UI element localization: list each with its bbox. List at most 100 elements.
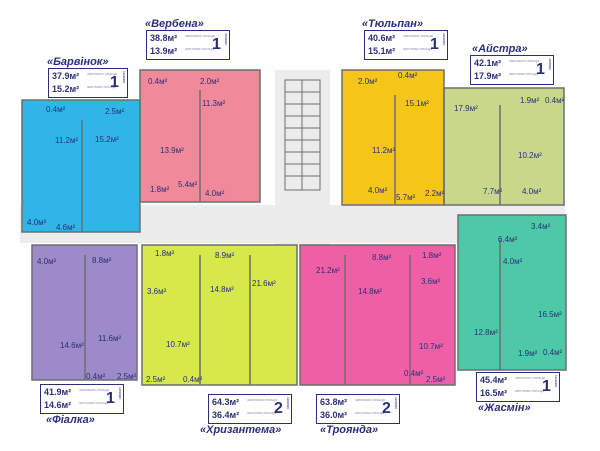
rooms-note: кімнат bbox=[553, 375, 558, 387]
apartment-barvinok[interactable] bbox=[22, 100, 140, 232]
room-area-label: 4.6м² bbox=[56, 223, 76, 232]
room-area-label: 0.4м² bbox=[148, 77, 168, 86]
total-area: 45.4м² bbox=[480, 375, 508, 385]
room-area-label: 0.4м² bbox=[183, 375, 203, 384]
staircase bbox=[284, 79, 321, 191]
apartment-khryzantema[interactable] bbox=[142, 245, 297, 385]
living-area: 36.4м² bbox=[212, 410, 240, 420]
room-area-label: 12.8м² bbox=[474, 328, 498, 337]
apartment-aistra[interactable] bbox=[444, 88, 564, 205]
room-area-label: 0.4м² bbox=[545, 96, 565, 105]
room-area-label: 0.4м² bbox=[86, 372, 106, 381]
living-area: 15.2м² bbox=[52, 84, 80, 94]
total-note: загальна площа bbox=[247, 397, 277, 402]
apartment-tyulpan[interactable] bbox=[342, 70, 444, 205]
room-area-label: 21.2м² bbox=[316, 266, 340, 275]
room-area-label: 4.0м² bbox=[522, 187, 542, 196]
rooms-note: кімнат bbox=[223, 33, 228, 45]
room-area-label: 2.5м² bbox=[117, 372, 137, 381]
living-note: житлова площа bbox=[79, 400, 108, 405]
total-area: 63.8м² bbox=[320, 397, 348, 407]
total-area: 40.6м² bbox=[368, 33, 396, 43]
living-note: житлова площа bbox=[355, 410, 384, 415]
room-area-label: 3.6м² bbox=[147, 287, 167, 296]
room-area-label: 4.0м² bbox=[27, 218, 47, 227]
total-note: загальна площа bbox=[87, 71, 117, 76]
room-area-label: 14.8м² bbox=[358, 287, 382, 296]
apartment-name-khryzantema: «Хризантема» bbox=[200, 424, 282, 436]
apartment-name-verbena: «Вербена» bbox=[145, 18, 204, 30]
room-area-label: 15.1м² bbox=[405, 99, 429, 108]
rooms-note: кімнат bbox=[547, 58, 552, 70]
total-note: загальна площа bbox=[515, 375, 545, 380]
total-area: 64.3м² bbox=[212, 397, 240, 407]
wall-lines bbox=[21, 69, 567, 386]
info-box-fialka: 41.9м² 14.6м² загальна площа житлова пло… bbox=[40, 384, 124, 414]
room-area-label: 4.0м² bbox=[37, 257, 57, 266]
rooms-note: кімнат bbox=[393, 397, 398, 409]
room-area-label: 3.4м² bbox=[531, 222, 551, 231]
living-note: житлова площа bbox=[403, 46, 432, 51]
room-area-label: 11.2м² bbox=[372, 146, 396, 155]
room-area-label: 0.4м² bbox=[398, 71, 418, 80]
room-area-label: 0.4м² bbox=[543, 348, 563, 357]
room-area-label: 0.4м² bbox=[404, 369, 424, 378]
apartment-name-tyulpan: «Тюльпан» bbox=[362, 18, 424, 30]
total-note: загальна площа bbox=[509, 58, 539, 63]
room-area-label: 4.0м² bbox=[205, 189, 225, 198]
room-area-label: 1.9м² bbox=[518, 349, 538, 358]
apartment-zhasmin[interactable] bbox=[458, 215, 566, 370]
room-area-label: 14.6м² bbox=[60, 341, 84, 350]
room-count: 1 bbox=[212, 36, 221, 53]
total-note: загальна площа bbox=[185, 33, 215, 38]
room-area-label: 4.0м² bbox=[503, 257, 523, 266]
apartment-name-aistra: «Айстра» bbox=[472, 43, 528, 55]
total-note: загальна площа bbox=[355, 397, 385, 402]
apartment-name-troyanda: «Троянда» bbox=[320, 424, 379, 436]
room-count: 2 bbox=[274, 400, 283, 417]
apartment-troyanda[interactable] bbox=[300, 245, 455, 385]
room-area-label: 1.9м² bbox=[520, 96, 540, 105]
room-area-label: 1.8м² bbox=[422, 251, 442, 260]
living-note: житлова площа bbox=[87, 84, 116, 89]
living-area: 36.0м² bbox=[320, 410, 348, 420]
room-area-label: 17.9м² bbox=[454, 104, 478, 113]
info-box-aistra: 42.1м² 17.9м² загальна площа житлова пло… bbox=[470, 55, 554, 85]
living-area: 15.1м² bbox=[368, 46, 396, 56]
info-box-khryzantema: 64.3м² 36.4м² загальна площа житлова пло… bbox=[208, 394, 292, 424]
rooms-note: кімнат bbox=[117, 387, 122, 399]
room-area-label: 8.9м² bbox=[215, 251, 235, 260]
room-area-label: 11.2м² bbox=[55, 136, 79, 145]
room-area-label: 13.9м² bbox=[160, 146, 184, 155]
apartment-name-zhasmin: «Жасмін» bbox=[478, 402, 531, 414]
room-area-label: 10.7м² bbox=[166, 340, 190, 349]
info-box-tyulpan: 40.6м² 15.1м² загальна площа житлова пло… bbox=[364, 30, 448, 60]
room-area-label: 10.2м² bbox=[518, 151, 542, 160]
room-area-label: 2.0м² bbox=[200, 77, 220, 86]
total-area: 42.1м² bbox=[474, 58, 502, 68]
room-area-label: 2.5м² bbox=[105, 107, 125, 116]
room-area-label: 8.8м² bbox=[372, 253, 392, 262]
room-area-label: 0.4м² bbox=[46, 105, 66, 114]
apartment-name-fialka: «Фіалка» bbox=[46, 414, 95, 426]
living-area: 13.9м² bbox=[150, 46, 178, 56]
room-area-label: 15.2м² bbox=[95, 135, 119, 144]
room-area-label: 3.6м² bbox=[421, 277, 441, 286]
room-count: 1 bbox=[430, 36, 439, 53]
room-area-label: 1.8м² bbox=[150, 185, 170, 194]
room-area-label: 10.7м² bbox=[419, 342, 443, 351]
room-area-label: 14.8м² bbox=[210, 285, 234, 294]
room-count: 1 bbox=[536, 61, 545, 78]
info-box-verbena: 38.8м² 13.9м² загальна площа житлова пло… bbox=[146, 30, 230, 60]
room-area-label: 5.7м² bbox=[396, 193, 416, 202]
living-note: житлова площа bbox=[185, 46, 214, 51]
room-count: 1 bbox=[106, 390, 115, 407]
living-note: житлова площа bbox=[247, 410, 276, 415]
total-note: загальна площа bbox=[79, 387, 109, 392]
room-count: 1 bbox=[110, 74, 119, 91]
room-area-label: 11.3м² bbox=[202, 99, 226, 108]
living-area: 16.5м² bbox=[480, 388, 508, 398]
living-note: житлова площа bbox=[509, 71, 538, 76]
room-area-label: 5.4м² bbox=[178, 180, 198, 189]
